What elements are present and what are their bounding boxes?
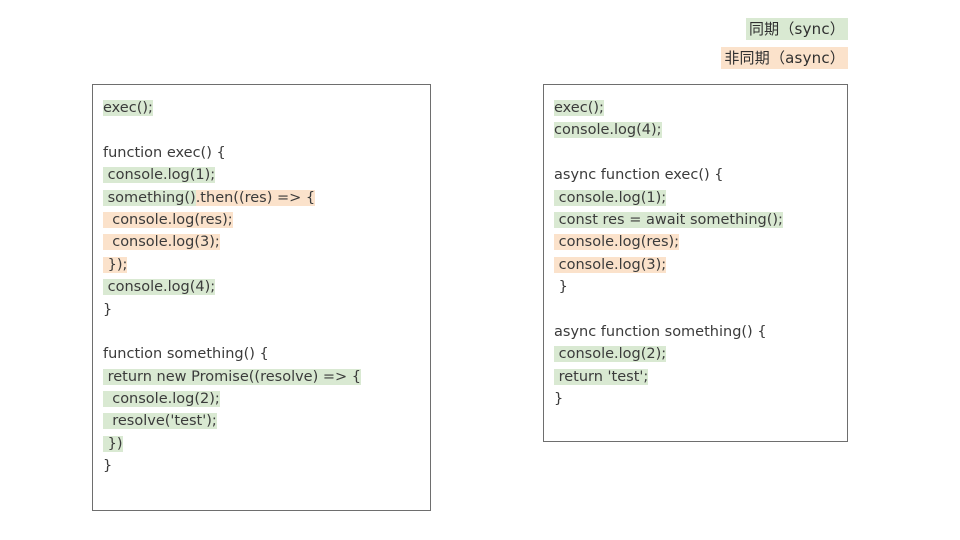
code-segment: console.log(3); <box>554 256 667 273</box>
code-line <box>103 119 420 141</box>
legend-item-sync: 同期（sync） <box>745 18 848 40</box>
code-line: exec(); <box>103 97 420 119</box>
code-line: console.log(2); <box>103 388 420 410</box>
code-segment: function something() { <box>103 346 269 363</box>
code-segment: } <box>103 458 113 475</box>
code-segment: console.log(1); <box>103 167 216 184</box>
code-line: console.log(2); <box>554 343 837 365</box>
code-line: }) <box>103 433 420 455</box>
code-line: async function exec() { <box>554 164 837 186</box>
code-line: something().then((res) => { <box>103 187 420 209</box>
code-line: console.log(4); <box>103 276 420 298</box>
code-line: } <box>103 299 420 321</box>
code-segment: } <box>103 301 113 318</box>
code-line: console.log(1); <box>554 187 837 209</box>
code-segment: const res = <box>554 211 646 228</box>
code-panel-async-await: exec(); console.log(4); async function ex… <box>543 84 848 442</box>
code-segment: console.log(res); <box>103 211 233 228</box>
code-segment: console.log(4); <box>554 122 662 139</box>
code-segment: return new Promise((resolve) => { <box>103 368 361 385</box>
code-line <box>554 299 837 321</box>
code-segment: } <box>554 279 568 296</box>
code-segment: await something(); <box>645 211 783 228</box>
code-line: function something() { <box>103 343 420 365</box>
code-segment: console.log(res); <box>554 234 680 251</box>
code-line <box>554 142 837 164</box>
code-line: console.log(4); <box>554 119 837 141</box>
code-segment: async function something() { <box>554 323 767 340</box>
highlight-legend: 同期（sync） 非同期（async） <box>721 18 848 69</box>
code-line: } <box>554 388 837 410</box>
code-line: function exec() { <box>103 142 420 164</box>
code-line: exec(); <box>554 97 837 119</box>
legend-item-async: 非同期（async） <box>721 47 848 69</box>
code-line: resolve('test'); <box>103 410 420 432</box>
code-line: async function something() { <box>554 321 837 343</box>
code-line: console.log(res); <box>554 231 837 253</box>
code-line: const res = await something(); <box>554 209 837 231</box>
code-segment: }) <box>103 435 123 452</box>
code-line: } <box>103 455 420 477</box>
code-panel-promise: exec(); function exec() { console.log(1)… <box>92 84 431 511</box>
code-segment: .then((res) => { <box>195 189 316 206</box>
code-line: console.log(3); <box>554 254 837 276</box>
code-segment: console.log(3); <box>103 234 220 251</box>
code-segment: resolve('test'); <box>103 413 217 430</box>
code-segment: }); <box>103 256 128 273</box>
code-line: console.log(3); <box>103 231 420 253</box>
code-segment: exec(); <box>103 100 153 116</box>
code-line <box>103 321 420 343</box>
code-segment: console.log(1); <box>554 189 667 206</box>
code-block-promise: exec(); function exec() { console.log(1)… <box>93 85 430 488</box>
code-line: return 'test'; <box>554 366 837 388</box>
code-segment: console.log(2); <box>554 346 667 363</box>
code-line: console.log(res); <box>103 209 420 231</box>
code-line: console.log(1); <box>103 164 420 186</box>
code-segment: async function exec() { <box>554 167 724 184</box>
code-segment: exec(); <box>554 100 604 116</box>
code-segment: console.log(4); <box>103 279 216 296</box>
code-line: return new Promise((resolve) => { <box>103 366 420 388</box>
code-segment: function exec() { <box>103 144 226 161</box>
code-line: } <box>554 276 837 298</box>
code-block-async-await: exec(); console.log(4); async function ex… <box>544 85 847 420</box>
code-segment: something() <box>103 189 196 206</box>
code-segment: return 'test'; <box>554 368 649 385</box>
code-segment: } <box>554 391 564 408</box>
code-line: }); <box>103 254 420 276</box>
code-segment: console.log(2); <box>103 391 220 408</box>
